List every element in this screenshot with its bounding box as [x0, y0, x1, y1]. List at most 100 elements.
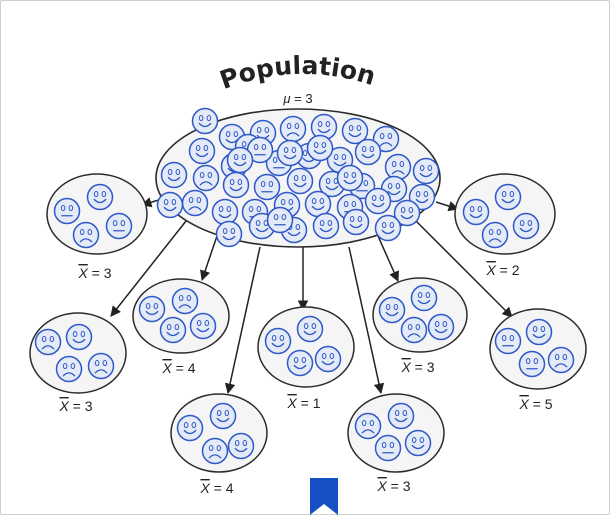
happy-face-icon	[188, 137, 216, 165]
happy-face-icon	[387, 402, 415, 430]
happy-face-icon	[264, 327, 292, 355]
sad-face-icon	[55, 355, 83, 383]
sample-mean-label: X = 3	[400, 359, 434, 375]
happy-face-icon	[427, 313, 455, 341]
happy-face-icon	[512, 212, 540, 240]
neutral-face-icon	[105, 212, 133, 240]
sample-mean-label: X = 1	[286, 395, 320, 411]
neutral-face-icon	[253, 173, 281, 201]
sad-face-icon	[481, 221, 509, 249]
happy-face-icon	[189, 312, 217, 340]
bookmark-icon[interactable]	[310, 478, 338, 515]
sample-mean-value: = 3	[411, 359, 435, 375]
happy-face-icon	[374, 214, 402, 242]
happy-face-icon	[312, 212, 340, 240]
xbar-symbol: X	[400, 359, 411, 375]
sample-mean-label: X = 2	[485, 262, 519, 278]
sample-mean-label: X = 4	[199, 480, 233, 496]
neutral-face-icon	[53, 197, 81, 225]
sampling-arrow	[200, 235, 218, 281]
happy-face-icon	[222, 171, 250, 199]
happy-face-icon	[304, 190, 332, 218]
sampling-arrow	[435, 201, 460, 212]
sample-mean-value: = 5	[529, 396, 553, 412]
sad-face-icon	[354, 412, 382, 440]
neutral-face-icon	[518, 350, 546, 378]
happy-face-icon	[227, 432, 255, 460]
sample-mean-value: = 4	[172, 360, 196, 376]
xbar-symbol: X	[286, 395, 297, 411]
sample-9: X = 5	[489, 308, 587, 412]
sample-mean-label: X = 4	[161, 360, 195, 376]
happy-face-icon	[378, 296, 406, 324]
xbar-symbol: X	[518, 396, 529, 412]
sad-face-icon	[384, 153, 412, 181]
happy-face-icon	[286, 167, 314, 195]
sad-face-icon	[181, 189, 209, 217]
happy-face-icon	[354, 138, 382, 166]
sad-face-icon	[87, 352, 115, 380]
sad-face-icon	[400, 316, 428, 344]
sad-face-icon	[34, 328, 62, 356]
xbar-symbol: X	[58, 398, 69, 414]
happy-face-icon	[156, 191, 184, 219]
xbar-symbol: X	[161, 360, 172, 376]
happy-face-icon	[393, 199, 421, 227]
happy-face-icon	[412, 157, 440, 185]
sampling-arrow	[413, 218, 513, 318]
sad-face-icon	[279, 115, 307, 143]
happy-face-icon	[306, 134, 334, 162]
neutral-face-icon	[374, 434, 402, 462]
xbar-symbol: X	[199, 480, 210, 496]
happy-face-icon	[159, 316, 187, 344]
happy-face-icon	[176, 414, 204, 442]
xbar-symbol: X	[485, 262, 496, 278]
population-mean-label: μ = 3	[282, 91, 312, 106]
sample-7: X = 4	[170, 393, 268, 496]
sample-6: X = 1	[257, 306, 355, 411]
happy-face-icon	[342, 208, 370, 236]
happy-face-icon	[86, 183, 114, 211]
happy-face-icon	[494, 183, 522, 211]
xbar-symbol: X	[376, 478, 387, 494]
sample-8: X = 3	[347, 393, 445, 494]
sample-mean-label: X = 3	[58, 398, 92, 414]
happy-face-icon	[314, 345, 342, 373]
happy-face-icon	[191, 107, 219, 135]
population-title: Population	[216, 51, 379, 95]
sampling-arrows	[110, 195, 513, 395]
sample-mean-label: X = 5	[518, 396, 552, 412]
sad-face-icon	[72, 221, 100, 249]
sampling-arrow	[348, 246, 385, 395]
happy-face-icon	[138, 295, 166, 323]
happy-face-icon	[226, 146, 254, 174]
sample-mean-value: = 2	[496, 262, 520, 278]
happy-face-icon	[525, 318, 553, 346]
happy-face-icon	[211, 198, 239, 226]
sampling-arrow	[110, 220, 187, 317]
mu-value: 3	[305, 91, 312, 106]
sad-face-icon	[372, 125, 400, 153]
sampling-arrow	[377, 235, 399, 282]
sample-mean-label: X = 3	[376, 478, 410, 494]
sample-4: X = 3	[372, 277, 468, 375]
happy-face-icon	[462, 198, 490, 226]
xbar-symbol: X	[77, 265, 88, 281]
happy-face-icon	[276, 139, 304, 167]
happy-face-icon	[310, 113, 338, 141]
happy-face-icon	[336, 164, 364, 192]
sample-mean-value: = 4	[210, 480, 234, 496]
sample-mean-value: = 3	[69, 398, 93, 414]
sample-3: X = 4	[132, 278, 230, 376]
happy-face-icon	[296, 315, 324, 343]
mu-symbol: μ	[282, 91, 290, 106]
happy-face-icon	[65, 323, 93, 351]
sad-face-icon	[171, 287, 199, 315]
happy-face-icon	[215, 220, 243, 248]
happy-face-icon	[341, 117, 369, 145]
sample-5: X = 3	[29, 312, 127, 414]
happy-face-icon	[286, 349, 314, 377]
sample-mean-value: = 3	[88, 265, 112, 281]
